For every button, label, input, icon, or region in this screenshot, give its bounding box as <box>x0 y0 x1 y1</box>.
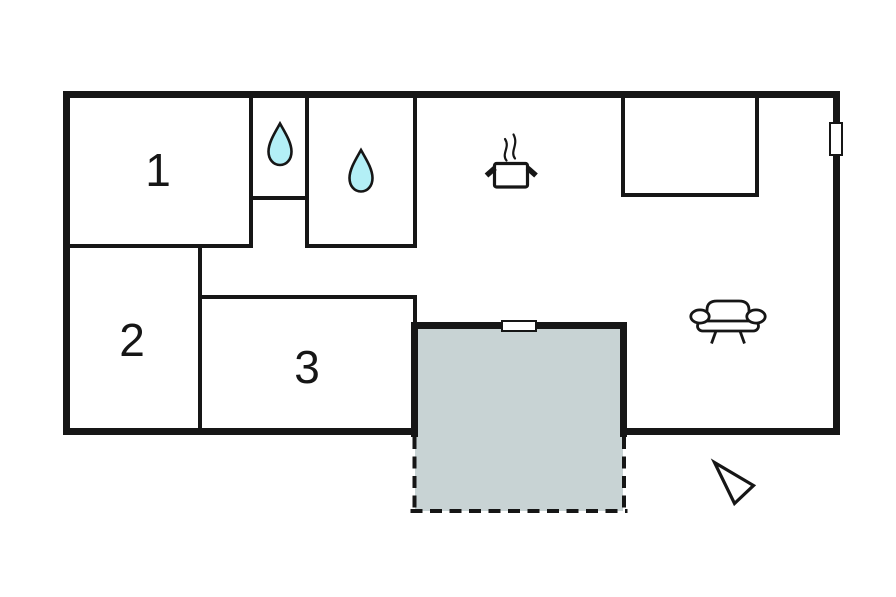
window-marker <box>829 122 843 156</box>
north-arrow-icon <box>710 458 757 507</box>
wall-room2-right <box>198 244 202 435</box>
steam-line <box>512 133 517 160</box>
wall-bathroom-right <box>413 91 417 248</box>
wall-exterior-top <box>63 91 840 98</box>
wall-exterior-left <box>63 91 70 435</box>
wall-room3-top <box>198 295 417 299</box>
sofa-leg <box>738 330 746 344</box>
wall-kitchen-nook-right <box>755 91 759 197</box>
pot-handle <box>484 165 497 178</box>
water-drop-icon <box>267 122 293 167</box>
sofa-seat <box>696 319 760 333</box>
sofa-armrest <box>745 308 767 325</box>
wall-terrace-left <box>411 322 418 437</box>
wall-room1-right <box>249 91 253 248</box>
sofa-leg <box>710 330 718 344</box>
wall-wc-right <box>305 91 309 248</box>
wall-wc-bottom <box>249 196 309 200</box>
room-label-2: 2 <box>119 314 145 366</box>
sofa-armrest <box>689 308 711 325</box>
wall-bathroom-bottom <box>305 244 417 248</box>
pot-handle <box>525 165 538 178</box>
wall-exterior-right <box>833 91 840 435</box>
cooking-pot-icon <box>484 133 538 189</box>
room-label-1: 1 <box>145 144 171 196</box>
wall-kitchen-nook-bottom <box>621 193 759 197</box>
wall-exterior-bottom-left <box>63 428 418 435</box>
wall-terrace-right <box>620 322 627 437</box>
terrace-area <box>415 326 623 511</box>
wall-kitchen-nook-left <box>621 91 625 197</box>
door-marker <box>501 320 537 332</box>
sofa-icon <box>689 299 767 344</box>
steam-line <box>503 137 508 162</box>
wall-room3-right <box>413 295 417 322</box>
water-drop-icon <box>348 148 374 193</box>
sofa-backrest <box>705 299 751 327</box>
pot-body <box>492 161 530 189</box>
wall-room1-bottom <box>63 244 253 248</box>
room-label-3: 3 <box>294 341 320 393</box>
wall-exterior-bottom-right <box>620 428 840 435</box>
